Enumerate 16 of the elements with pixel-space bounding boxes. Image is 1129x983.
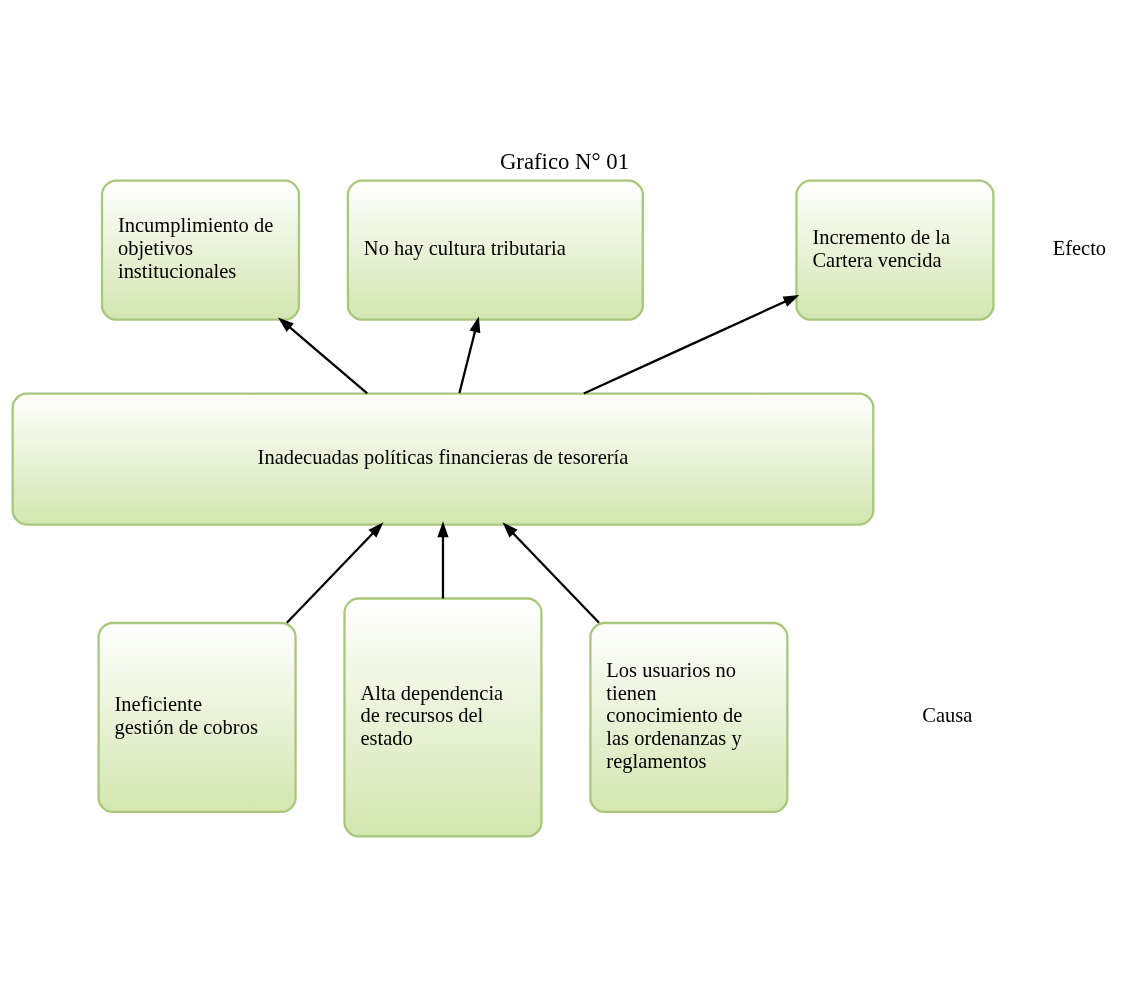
node-box: Alta dependencia de recursos del estado	[343, 597, 543, 838]
arrow	[583, 295, 800, 395]
node-box: Incumplimiento de objetivos institucionales	[100, 179, 301, 321]
arrow	[502, 522, 600, 624]
label: Causa	[922, 704, 973, 727]
arrow	[286, 522, 384, 624]
arrow	[458, 316, 481, 394]
node-box: Ineficiente gestión de cobros	[97, 621, 297, 814]
label: Efecto	[1052, 237, 1107, 260]
arrow	[278, 317, 368, 395]
diagram-title: Grafico N° 01	[499, 149, 630, 175]
node-box: No hay cultura tributaria	[346, 179, 644, 321]
node-box: Los usuarios no tienen conocimiento de las ordenanzas y reglamentos	[589, 621, 789, 814]
node-box: Inadecuadas políticas financieras de tesorería	[11, 392, 875, 526]
arrow	[437, 521, 449, 599]
node-box: Incremento de la Cartera vencida	[795, 179, 995, 321]
